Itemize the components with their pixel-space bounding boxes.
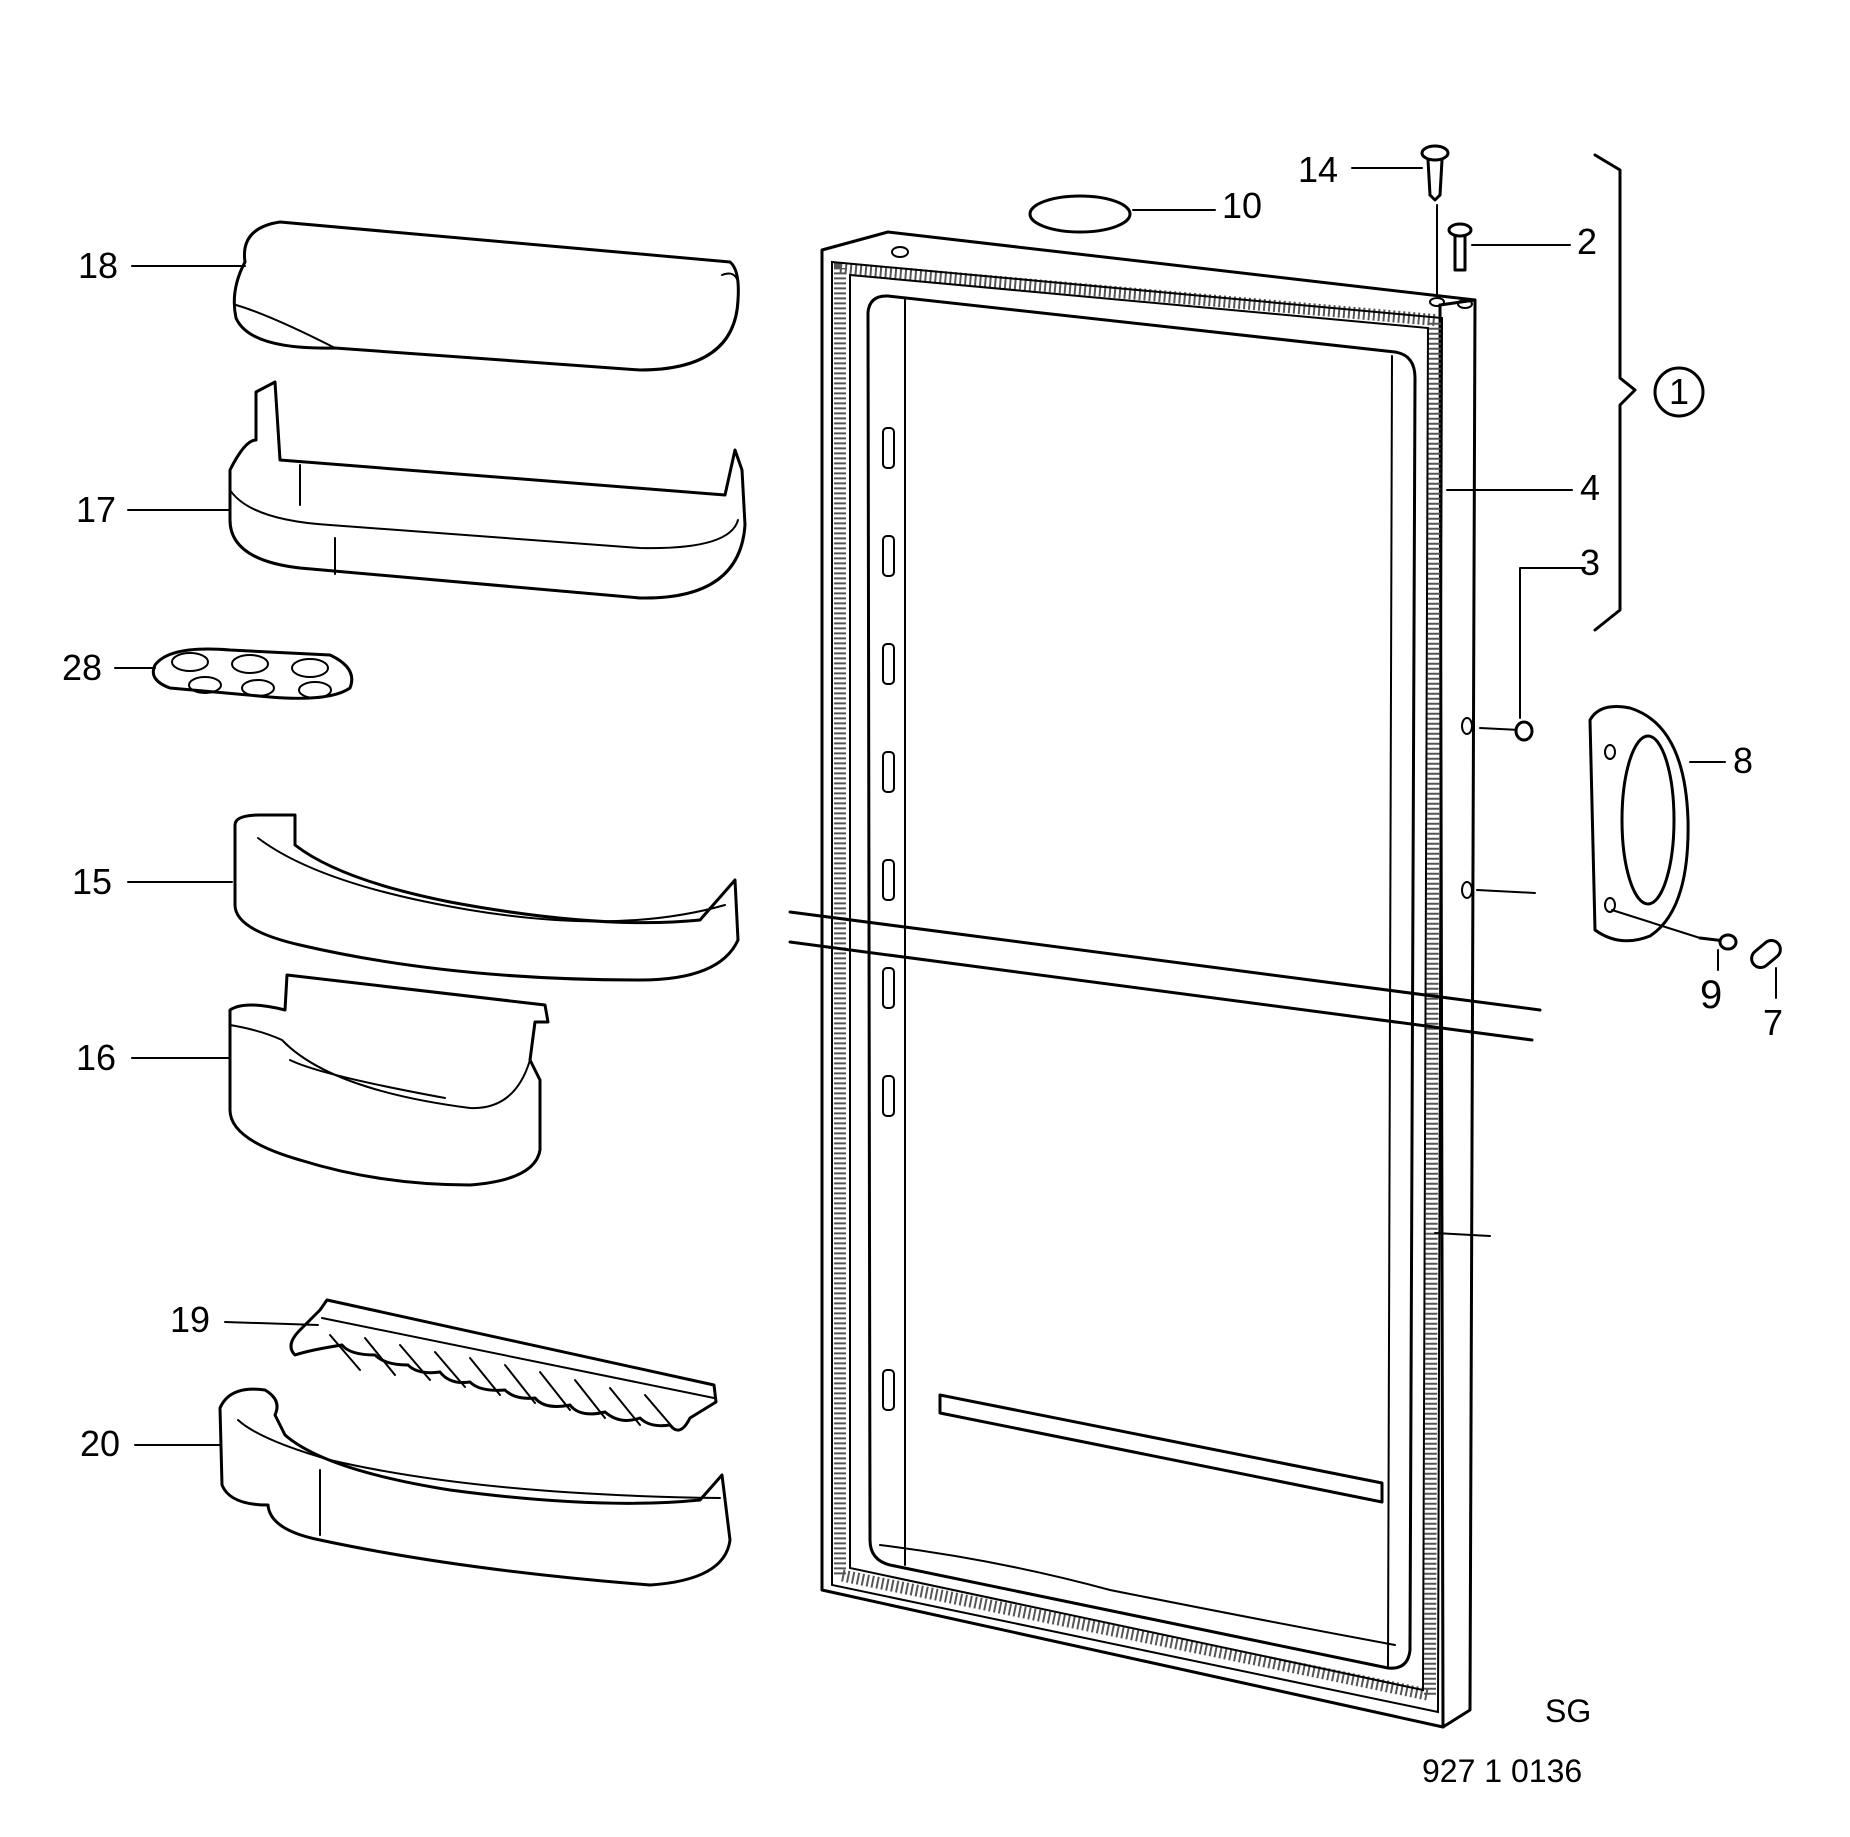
door-panel: [788, 230, 1542, 1729]
part-9-screw: [1611, 909, 1738, 971]
part-17-door-bin: [127, 380, 747, 600]
region-code: SG: [1545, 1693, 1591, 1729]
part-15-door-shelf: [127, 813, 740, 982]
callout-16: 16: [76, 1037, 116, 1078]
callout-3: 3: [1580, 542, 1600, 583]
part-7-cap: [1750, 939, 1782, 999]
callout-20: 20: [80, 1423, 120, 1464]
part-3-screw: [1479, 567, 1586, 742]
part-18-shelf-lid: [131, 220, 740, 372]
part-20-bottle-bin: [134, 1387, 732, 1587]
callout-2: 2: [1577, 221, 1597, 262]
drawing-number: 927 1 0136: [1422, 1753, 1582, 1789]
callout-17: 17: [76, 489, 116, 530]
callout-8: 8: [1733, 740, 1753, 781]
callout-9: 9: [1700, 973, 1722, 1017]
part-10-cover-cap: [1028, 194, 1216, 234]
part-2-hinge-pin: [1447, 222, 1571, 272]
assembly-bracket: [1593, 153, 1705, 632]
callout-4: 4: [1580, 467, 1600, 508]
callout-14: 14: [1298, 149, 1338, 190]
callout-7: 7: [1763, 1002, 1783, 1043]
part-28-egg-tray: [114, 647, 354, 700]
part-16-small-bin: [131, 973, 550, 1187]
liner-slots: [882, 427, 895, 1411]
callout-28: 28: [62, 647, 102, 688]
part-14-clip: [1351, 144, 1450, 296]
part-8-handle: [1588, 705, 1726, 943]
callout-1: 1: [1669, 371, 1689, 412]
part-19-wire-rack: [224, 1298, 718, 1432]
callout-18: 18: [78, 245, 118, 286]
callout-10: 10: [1222, 185, 1262, 226]
callout-19: 19: [170, 1299, 210, 1340]
callout-15: 15: [72, 861, 112, 902]
